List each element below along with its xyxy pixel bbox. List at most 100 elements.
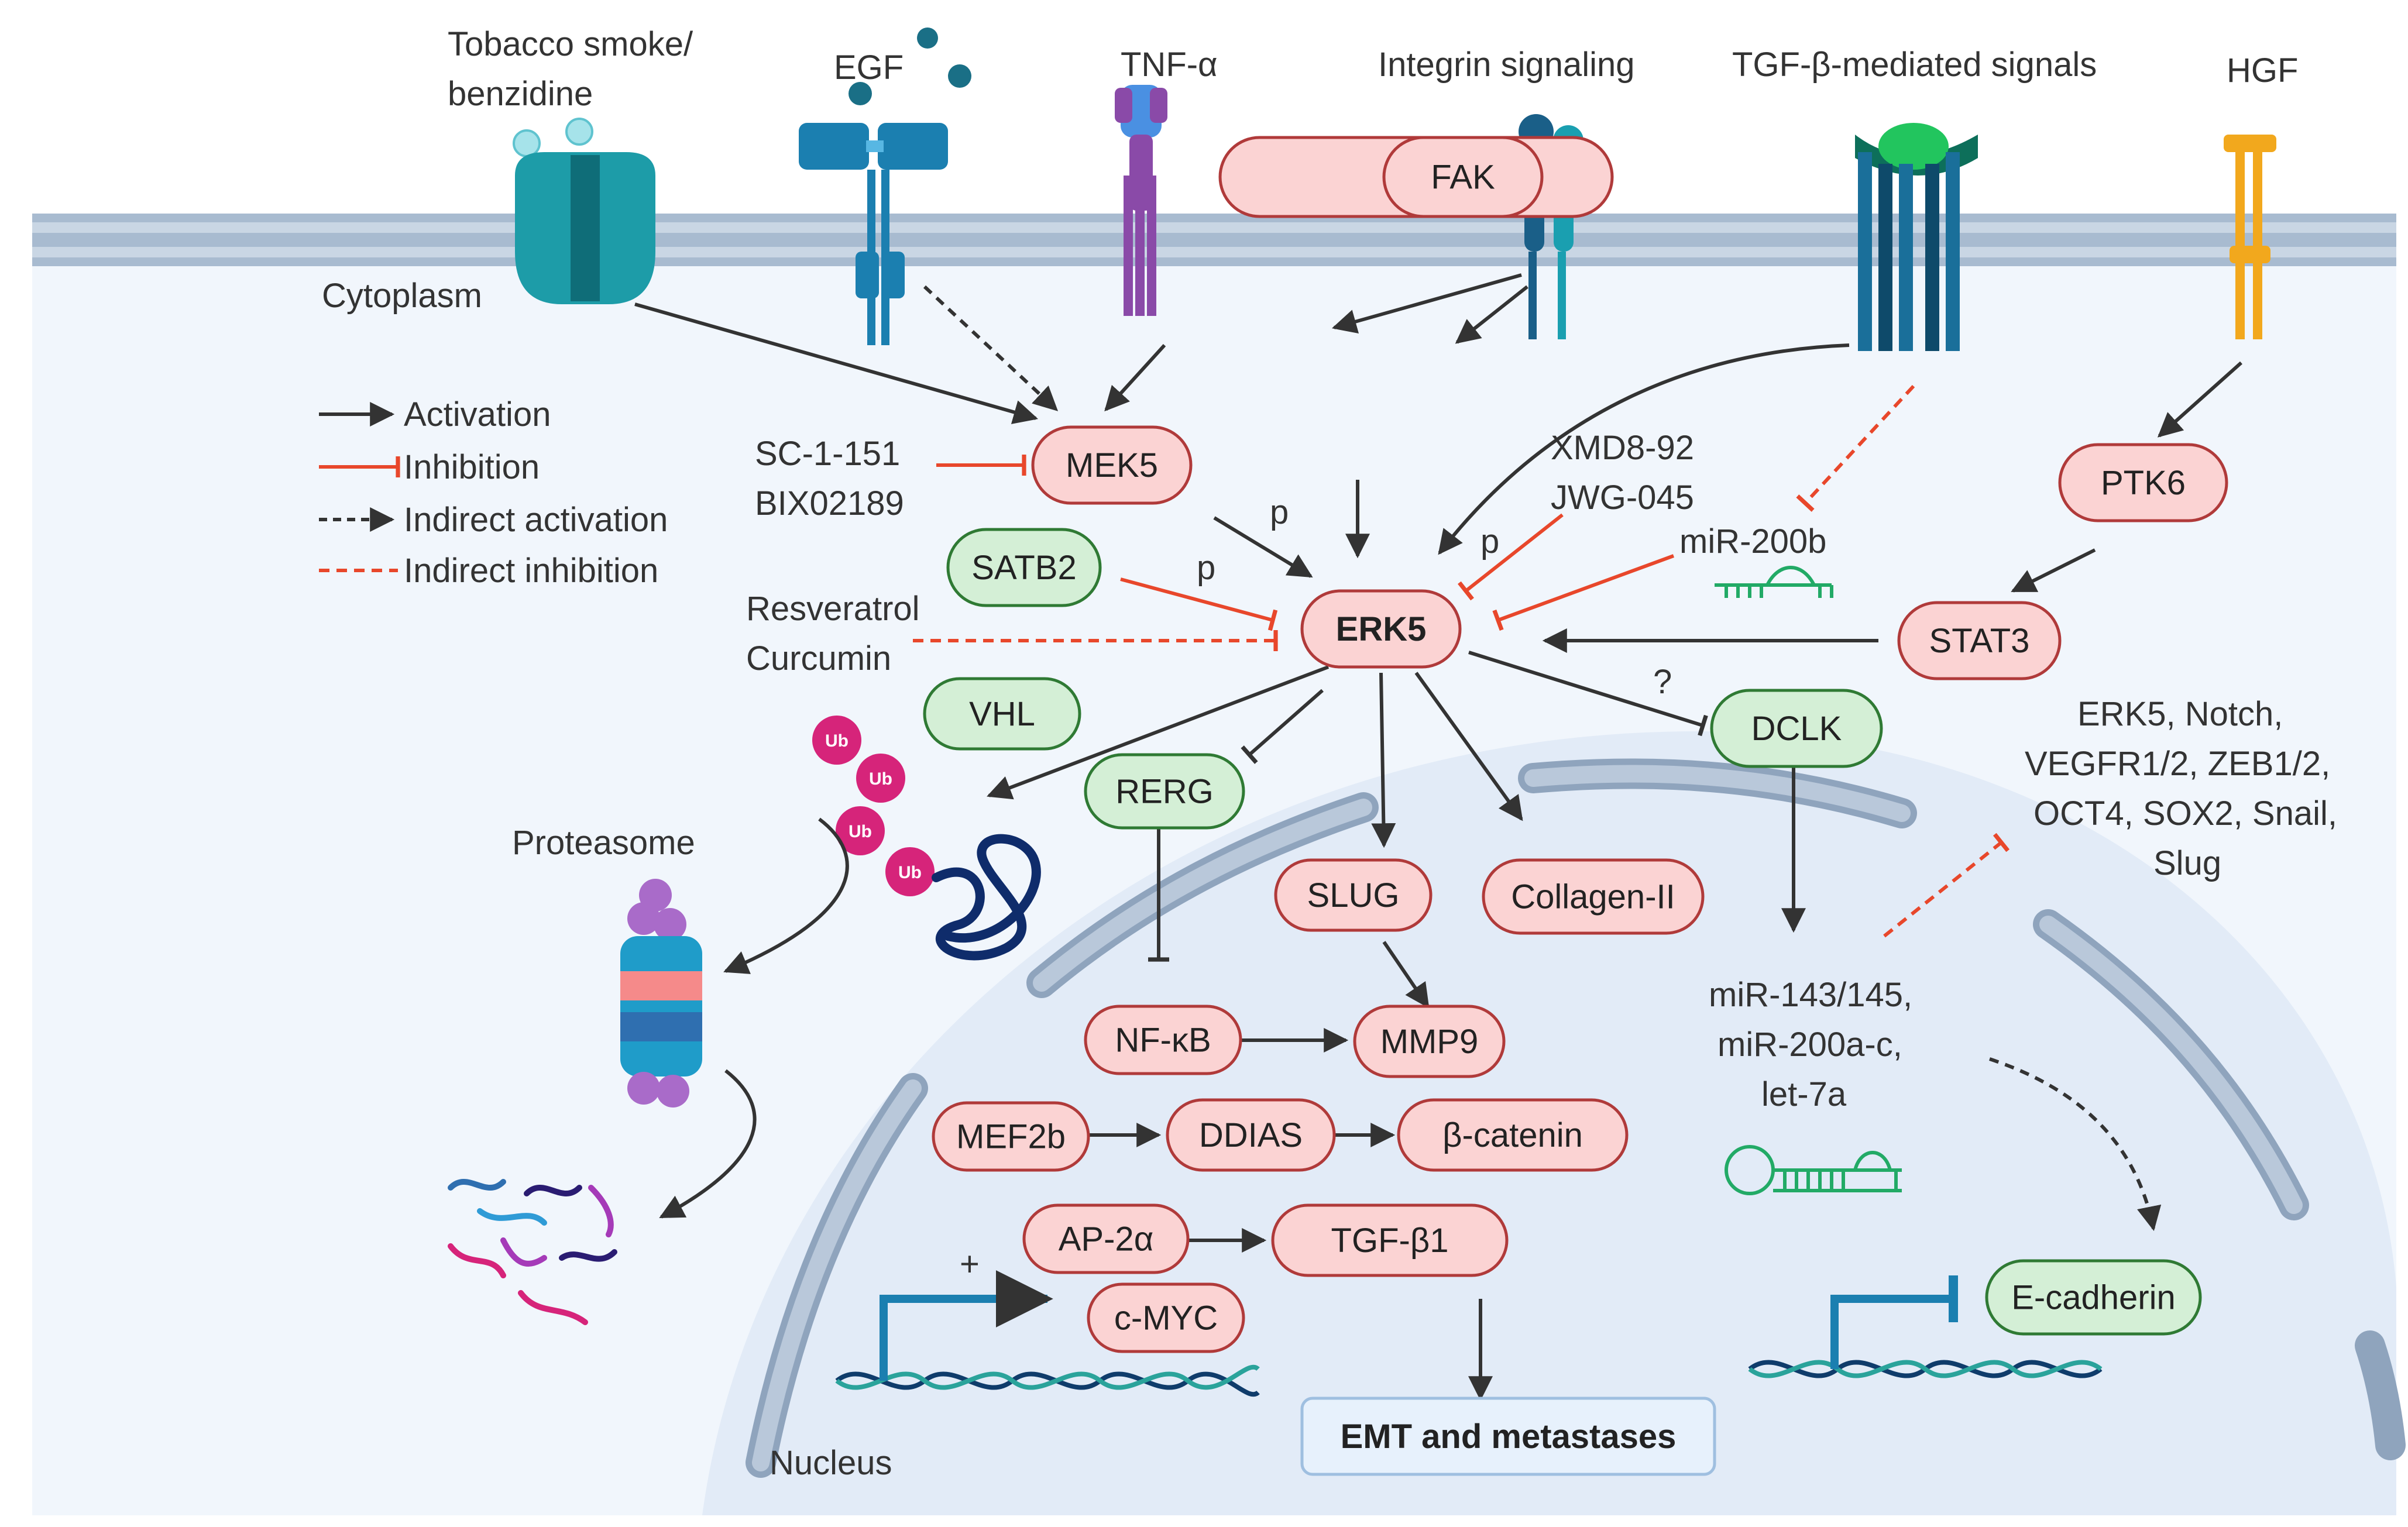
node-mmp9-box <box>1353 1005 1506 1078</box>
proteasome-label: Proteasome <box>512 824 695 862</box>
node-emt: EMT and metastases <box>1300 1397 1716 1476</box>
node-erk5-label: ERK5 <box>1336 610 1427 648</box>
inhib-list-line4: Slug <box>2153 844 2221 882</box>
xmd-label: XMD8-92 <box>1551 429 1694 467</box>
node-emt-label: EMT and metastases <box>1341 1418 1677 1456</box>
node-ap2a: AP-2α <box>1022 1203 1190 1274</box>
node-satb2: SATB2 <box>946 528 1102 607</box>
node-ddias-box <box>1166 1098 1336 1172</box>
pathway-nodes: SrcFAKMEK5SATB2ERK5VHLRERGDCLKPTK6STAT3S… <box>923 136 2228 1476</box>
node-tgfb1: TGF-β1 <box>1271 1203 1509 1277</box>
resveratrol-label: Resveratrol <box>746 590 920 628</box>
node-ecad-label: E-cadherin <box>2011 1279 2175 1317</box>
node-ptk6-label: PTK6 <box>2101 464 2186 502</box>
node-vhl-label: VHL <box>969 695 1035 733</box>
peptide-fragments-icon <box>448 1179 617 1325</box>
inhibition-lines <box>936 455 1708 962</box>
ub-label-4: Ub <box>898 863 922 882</box>
node-collagen-label: Collagen-II <box>1511 878 1675 916</box>
tobacco-label-line1: Tobacco smoke/ <box>448 25 693 63</box>
node-mek5: MEK5 <box>1031 425 1193 505</box>
node-ptk6: PTK6 <box>2058 443 2228 522</box>
legend-activation-label: Activation <box>404 395 551 434</box>
tobacco-channel-icon <box>513 118 655 304</box>
mir200b-hairpin-icon <box>1715 566 1833 598</box>
bix-label: BIX02189 <box>755 484 904 522</box>
transcription-plus-label: + <box>960 1245 980 1283</box>
node-rerg-box <box>1084 753 1245 830</box>
node-collagen: Collagen-II <box>1482 858 1705 935</box>
legend-indirect-activation-label: Indirect activation <box>404 501 668 539</box>
node-mek5-label: MEK5 <box>1066 446 1158 484</box>
inhib-list-line3: OCT4, SOX2, Snail, <box>2033 795 2337 833</box>
sc-label: SC-1-151 <box>755 435 900 473</box>
node-ddias-label: DDIAS <box>1199 1116 1303 1154</box>
indirect-activation-arrows <box>923 285 2162 1232</box>
proteasome-icon <box>620 879 702 1108</box>
node-fak: FAK <box>1382 136 1544 218</box>
node-cmyc-label: c-MYC <box>1114 1299 1218 1337</box>
node-erk5: ERK5 <box>1300 589 1462 669</box>
dna-left-icon <box>835 1270 1260 1397</box>
node-stat3: STAT3 <box>1897 601 2062 680</box>
node-nfkb: NF-κB <box>1084 1005 1242 1075</box>
activation-arrows <box>634 273 2242 1401</box>
node-mek5-box <box>1031 425 1193 505</box>
node-satb2-label: SATB2 <box>971 549 1076 587</box>
dclk-question-label: ? <box>1653 663 1672 701</box>
node-ecad: E-cadherin <box>1985 1259 2202 1336</box>
tnf-label: TNF-α <box>1121 46 1218 84</box>
free-labels: Tobacco smoke/ benzidine EGF TNF-α Integ… <box>322 25 2337 1482</box>
node-ptk6-box <box>2058 443 2228 522</box>
legend-inhibition-label: Inhibition <box>404 448 540 486</box>
mek5-erk5-p-label: p <box>1270 493 1289 531</box>
node-tgfb1-box <box>1271 1203 1509 1277</box>
cytoplasm-label: Cytoplasm <box>322 277 482 315</box>
ub-label-1: Ub <box>825 731 849 751</box>
node-rerg: RERG <box>1084 753 1245 830</box>
node-bcat-label: β-catenin <box>1442 1116 1583 1154</box>
mirs-line2: miR-200a-c, <box>1717 1026 1902 1064</box>
node-ap2a-box <box>1022 1203 1190 1274</box>
node-stat3-label: STAT3 <box>1929 622 2030 660</box>
egf-receptor-icon <box>799 27 971 345</box>
node-dclk: DCLK <box>1710 689 1883 768</box>
node-fak-box <box>1382 136 1544 218</box>
node-collagen-box <box>1482 858 1705 935</box>
node-slug-label: SLUG <box>1307 876 1400 914</box>
nucleus-label: Nucleus <box>770 1444 892 1482</box>
curcumin-label: Curcumin <box>746 639 891 677</box>
node-dclk-label: DCLK <box>1751 710 1842 748</box>
ub-labels: Ub Ub Ub Ub <box>825 731 922 882</box>
dna-right-icon <box>1748 1275 2103 1378</box>
mir200b-label: miR-200b <box>1679 522 1826 560</box>
inhib-list-line1: ERK5, Notch, <box>2077 695 2283 733</box>
node-ap2a-label: AP-2α <box>1059 1220 1153 1258</box>
node-mef2b-label: MEF2b <box>956 1118 1066 1156</box>
node-cmyc-box <box>1087 1282 1245 1353</box>
inhib-list-line2: VEGFR1/2, ZEB1/2, <box>2025 745 2330 783</box>
hgf-receptor-icon <box>2224 135 2276 339</box>
tgfb-signals-label: TGF-β-mediated signals <box>1732 46 2097 84</box>
node-satb2-box <box>946 528 1102 607</box>
node-rerg-label: RERG <box>1115 773 1214 811</box>
node-mmp9-label: MMP9 <box>1380 1023 1479 1061</box>
plasma-membrane <box>32 214 2396 266</box>
node-ddias: DDIAS <box>1166 1098 1336 1172</box>
node-cmyc: c-MYC <box>1087 1282 1245 1353</box>
ubiquitin-chain-icon <box>812 716 1041 961</box>
node-erk5-box <box>1300 589 1462 669</box>
node-fak-label: FAK <box>1431 159 1495 197</box>
legend: Activation Inhibition Indirect activatio… <box>319 395 668 590</box>
ub-label-3: Ub <box>849 822 872 841</box>
node-mef2b: MEF2b <box>932 1101 1090 1172</box>
node-ecad-box <box>1985 1259 2202 1336</box>
mirs-line3: let-7a <box>1761 1075 1847 1113</box>
node-vhl: VHL <box>923 677 1081 751</box>
tnf-receptor-icon <box>1115 85 1167 316</box>
node-vhl-box <box>923 677 1081 751</box>
node-mef2b-box <box>932 1101 1090 1172</box>
mirs-line1: miR-143/145, <box>1709 976 1912 1014</box>
node-slug-box <box>1274 858 1433 932</box>
